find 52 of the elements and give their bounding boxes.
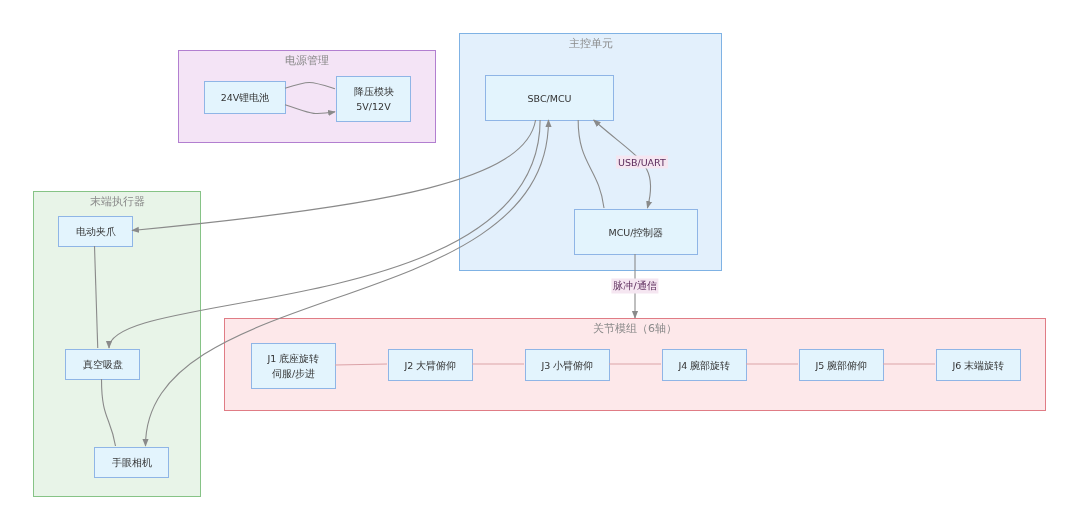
- process-box: [799, 349, 884, 381]
- arrow: [143, 119, 551, 447]
- connector-line: [471, 363, 525, 365]
- connector-line: [100, 378, 117, 447]
- connector-line: [334, 363, 388, 366]
- process-box: [574, 209, 698, 255]
- group-panel: [178, 50, 436, 143]
- box-label: J2 大臂俯仰: [404, 358, 457, 373]
- group-title: 电源管理: [285, 53, 329, 68]
- arrow: [108, 119, 541, 349]
- connector-line: [93, 245, 99, 349]
- process-box: [525, 349, 610, 381]
- group-panel: [33, 191, 201, 497]
- box-label: 24V锂电池: [220, 91, 270, 105]
- edge-label: USB/UART: [615, 155, 668, 169]
- process-box: [336, 76, 411, 122]
- box-label: 电动夹爪: [75, 225, 116, 239]
- connector-line: [577, 119, 605, 209]
- group-title: 关节模组（6轴）: [593, 321, 677, 336]
- connector-line: [284, 82, 336, 90]
- box-label: MCU/控制器: [608, 225, 664, 240]
- box-label: J4 腕部旋转: [678, 358, 731, 373]
- box-label: J1 底座旋转: [267, 352, 320, 366]
- process-box: [485, 75, 614, 121]
- process-box: [388, 349, 473, 381]
- process-box: [65, 349, 140, 380]
- group-panel: [459, 33, 722, 271]
- group-title: 末端执行器: [89, 194, 145, 209]
- process-box: [251, 343, 336, 389]
- group-panel: [224, 318, 1046, 411]
- connector-line: [745, 363, 799, 365]
- arrow: [284, 104, 336, 116]
- group-title: 主控单元: [568, 36, 613, 51]
- connector-line: [608, 363, 662, 365]
- box-label: 伺服/步进: [271, 367, 316, 381]
- box-label: 降压模块: [353, 85, 394, 99]
- process-box: [204, 81, 286, 114]
- connector-line: [882, 363, 936, 365]
- box-label: J6 末端旋转: [952, 358, 1005, 373]
- box-label: 5V/12V: [356, 100, 391, 114]
- box-label: J3 小臂俯仰: [541, 358, 594, 373]
- process-box: [94, 447, 169, 478]
- arrow: [593, 119, 652, 209]
- arrow: [131, 119, 537, 233]
- process-box: [662, 349, 747, 381]
- box-label: 手眼相机: [111, 456, 152, 470]
- edge-label: 脉冲/通信: [611, 278, 659, 294]
- process-box: [936, 349, 1021, 381]
- process-box: [58, 216, 133, 247]
- box-label: SBC/MCU: [527, 91, 572, 106]
- box-label: J5 腕部俯仰: [815, 358, 868, 373]
- box-label: 真空吸盘: [82, 358, 123, 372]
